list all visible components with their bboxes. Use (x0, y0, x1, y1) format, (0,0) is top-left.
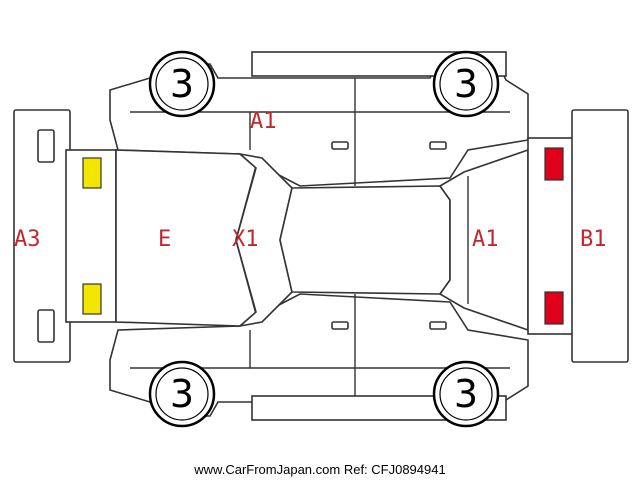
front-bumper-code: A3 (14, 227, 41, 252)
tire-front-left-grade: 3 (170, 62, 194, 106)
front-bumper-slot-bottom (37, 309, 55, 343)
tire-rear-left: 3 (432, 50, 500, 118)
roof (279, 185, 451, 295)
windshield-code: X1 (232, 227, 259, 252)
front-right-light (82, 283, 102, 315)
windshield (235, 152, 293, 328)
tire-front-left: 3 (148, 50, 216, 118)
door-handle-rear-left (429, 141, 447, 150)
tire-rear-right: 3 (432, 360, 500, 428)
tire-front-right-grade: 3 (170, 372, 194, 416)
tire-rear-right-grade: 3 (454, 372, 478, 416)
rear-left-light (544, 147, 564, 181)
rear-door-code: A1 (472, 227, 499, 252)
door-handle-front-left (331, 141, 349, 150)
tire-rear-left-grade: 3 (454, 62, 478, 106)
hood-code: E (158, 227, 171, 252)
right-side-body (109, 293, 529, 421)
tire-front-right: 3 (148, 360, 216, 428)
footer-ref: www.CarFromJapan.com Ref: CFJ0894941 (193, 462, 445, 477)
rear-door (438, 148, 529, 332)
rear-right-light (544, 291, 564, 325)
rear-bumper (571, 109, 629, 363)
left-side-code: A1 (250, 109, 277, 134)
door-handle-rear-right (429, 321, 447, 330)
front-left-light (82, 157, 102, 189)
door-handle-front-right (331, 321, 349, 330)
headlight-panel (65, 149, 117, 323)
taillight-panel (527, 137, 577, 335)
rear-bumper-code: B1 (580, 227, 607, 252)
front-bumper-slot-top (37, 129, 55, 163)
